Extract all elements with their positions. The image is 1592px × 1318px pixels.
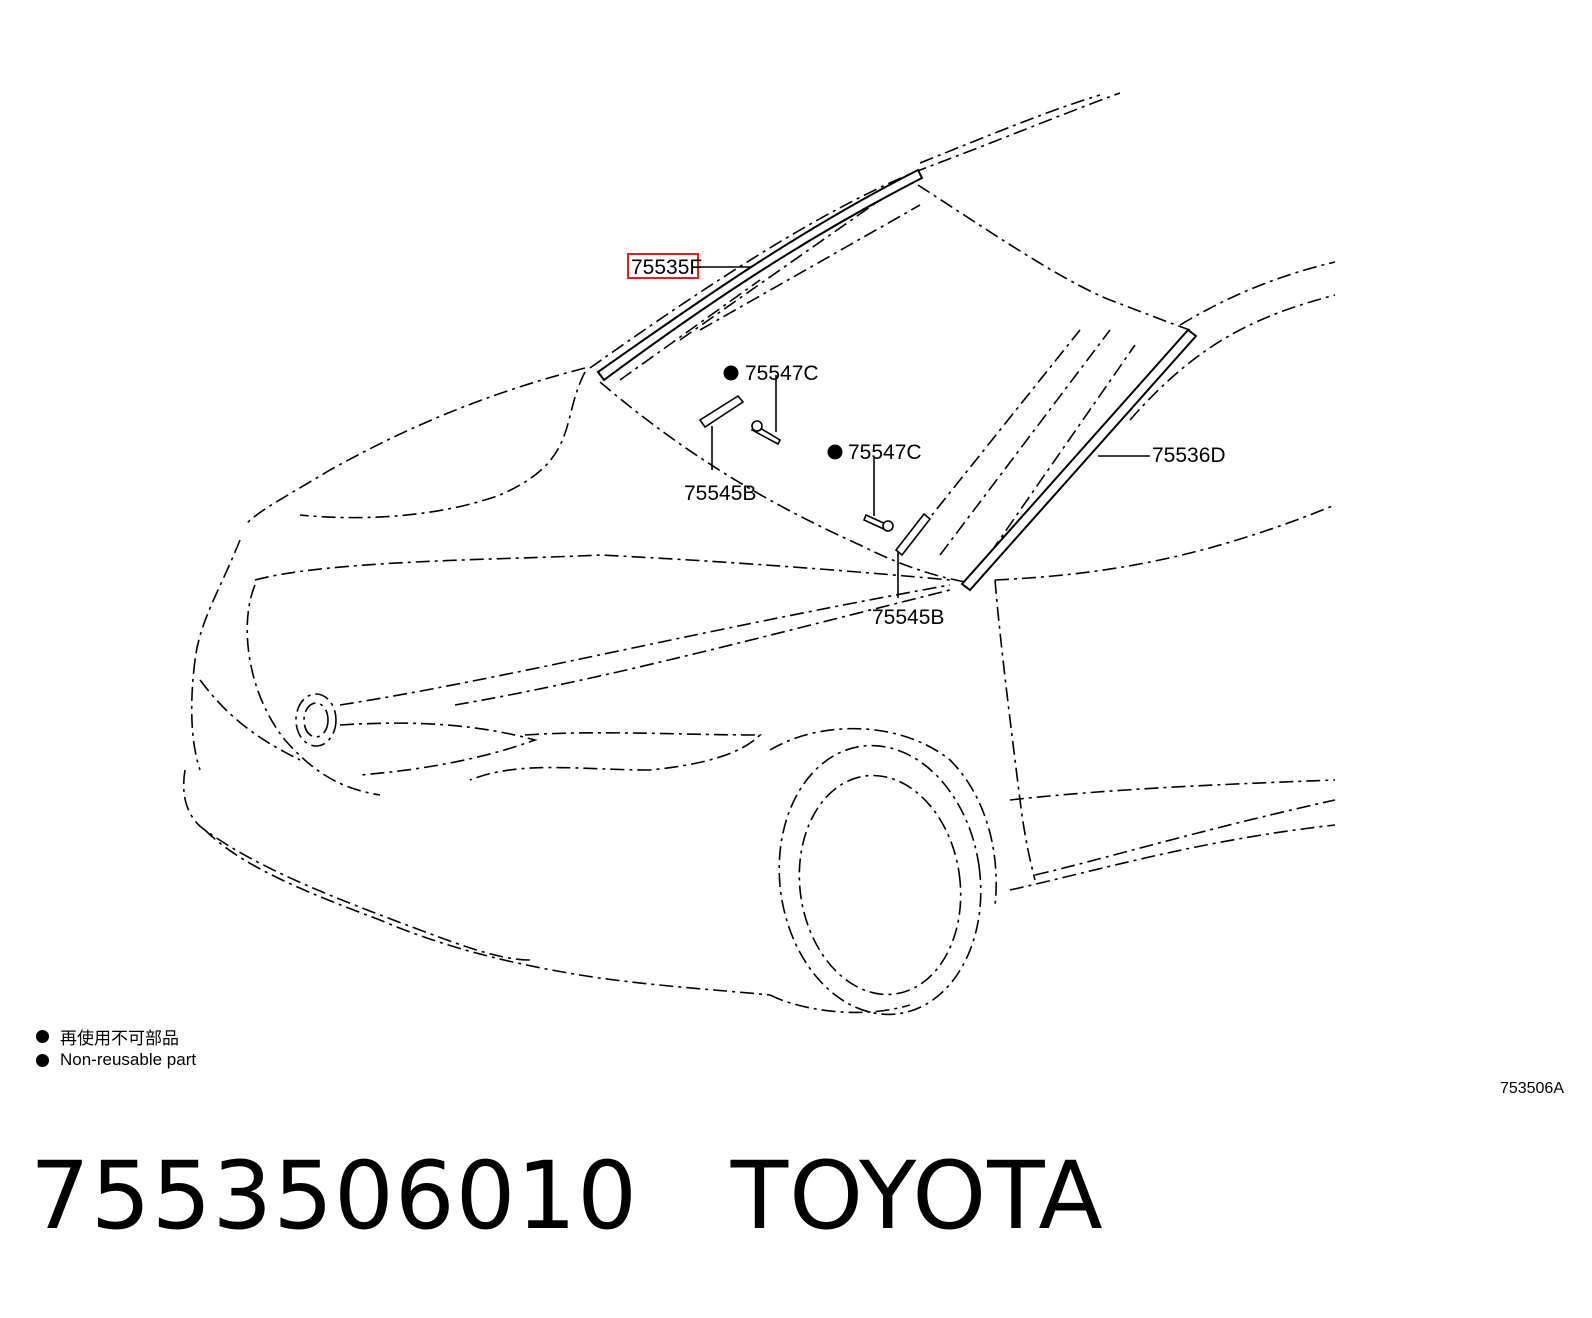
- callout-75535F: 75535F: [631, 256, 702, 279]
- leader-lines: [698, 266, 1150, 457]
- part-caption: 7553506010 TOYOTA: [30, 1150, 1104, 1244]
- non-reusable-dot-lower: [827, 444, 843, 460]
- callout-75545B-upper: 75545B: [684, 482, 756, 505]
- roof-molding-75535F: [596, 168, 924, 382]
- legend-text-en: Non-reusable part: [60, 1050, 197, 1069]
- illustration-code: 753506A: [1499, 1080, 1564, 1097]
- callout-75547C-upper: 75547C: [745, 362, 819, 385]
- car-windshield-diagram: 75535F 75547C 75547C 75545B 75545B 75536…: [182, 92, 1336, 1016]
- clip-75545B-lower: [894, 512, 932, 598]
- callout-75547C-lower: 75547C: [848, 441, 922, 464]
- rivet-75547C-lower: [862, 458, 894, 532]
- non-reusable-dot-upper: [723, 365, 739, 381]
- bullet-dot-icon: [36, 1030, 49, 1043]
- callout-highlight-box: [627, 253, 699, 279]
- callout-75536D: 75536D: [1152, 444, 1226, 467]
- part-number: 7553506010: [30, 1142, 639, 1251]
- legend-item-jp: 再使用不可部品: [36, 1024, 179, 1049]
- callout-75545B-lower: 75545B: [872, 606, 944, 629]
- clip-75545B-upper: [698, 394, 745, 470]
- rivet-75547C-upper: [750, 375, 782, 446]
- windshield-molding-75536D: [960, 328, 1198, 592]
- brand-name: TOYOTA: [730, 1142, 1104, 1251]
- legend-item-en: Non-reusable part: [36, 1050, 196, 1070]
- bullet-dot-icon: [36, 1053, 49, 1067]
- legend-text-jp: 再使用不可部品: [60, 1029, 179, 1048]
- car-body-outline: [182, 92, 1336, 1016]
